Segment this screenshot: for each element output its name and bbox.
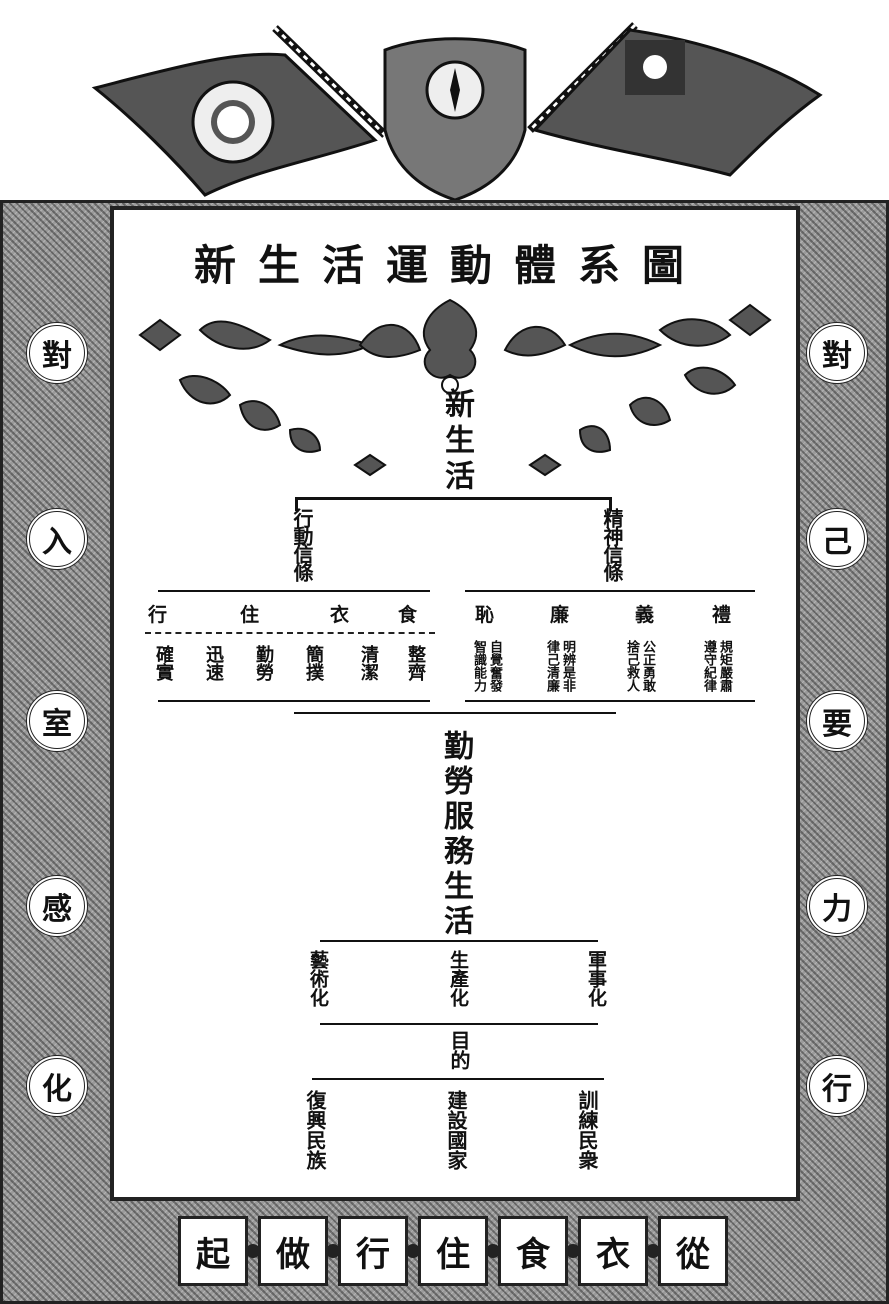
action-item: 迅速 <box>203 645 224 681</box>
spirit-item: 規矩嚴肅遵守紀律 <box>701 640 732 692</box>
right-flag-icon <box>532 28 823 177</box>
spirit-item: 明辨是非律己清廉 <box>544 640 575 692</box>
shield-compass-icon <box>383 37 527 200</box>
knot-ornament <box>566 1244 580 1258</box>
node-labor-service-life: 勤勞服務生活 <box>438 730 473 940</box>
action-head: 食 <box>398 604 418 626</box>
knot-ornament <box>406 1244 420 1258</box>
spirit-head: 恥 <box>475 604 495 626</box>
bottom-slogan-box: 衣 <box>578 1216 648 1286</box>
node-spirit-creed: 精神信條 <box>600 508 624 580</box>
spirit-item: 公正勇敢捨己救人 <box>624 640 655 692</box>
bottom-slogan-box: 住 <box>418 1216 488 1286</box>
spirit-item: 自覺奮發智識能力 <box>471 640 502 692</box>
level3-node: 軍事化 <box>585 950 607 1007</box>
knot-ornament <box>486 1244 500 1258</box>
action-head: 住 <box>240 604 260 626</box>
node-action-creed: 行動信條 <box>290 508 314 580</box>
spirit-head: 禮 <box>712 604 732 626</box>
emblem-banner <box>91 22 823 200</box>
action-item: 清潔 <box>358 645 379 681</box>
node-root: 新生活 <box>439 388 474 496</box>
left-slogan-circle: 對 <box>26 322 88 384</box>
diagram-title: 新生活運動體系圖 <box>193 241 706 290</box>
knot-ornament <box>246 1244 260 1258</box>
bottom-slogan-box: 起 <box>178 1216 248 1286</box>
level4-node: 建設國家 <box>444 1090 468 1170</box>
knot-ornament <box>326 1244 340 1258</box>
garland-decoration <box>138 298 772 477</box>
right-slogan-circle: 力 <box>806 875 868 937</box>
level4-node: 訓練民衆 <box>575 1090 599 1170</box>
action-head: 衣 <box>330 604 350 626</box>
bottom-slogan-box: 行 <box>338 1216 408 1286</box>
level4-node: 復興民族 <box>303 1090 327 1170</box>
left-slogan-circle: 室 <box>26 690 88 752</box>
left-slogan-circle: 入 <box>26 508 88 570</box>
bottom-slogan-box: 從 <box>658 1216 728 1286</box>
knot-ornament <box>646 1244 660 1258</box>
right-slogan-circle: 要 <box>806 690 868 752</box>
level3-node: 生產化 <box>447 950 469 1007</box>
right-slogan-circle: 對 <box>806 322 868 384</box>
spirit-head: 廉 <box>550 604 570 626</box>
bottom-slogan-box: 食 <box>498 1216 568 1286</box>
bottom-slogan-box: 做 <box>258 1216 328 1286</box>
action-item: 勤勞 <box>253 645 274 681</box>
left-slogan-circle: 感 <box>26 875 88 937</box>
action-item: 整齊 <box>405 645 426 681</box>
right-slogan-circle: 己 <box>806 508 868 570</box>
spirit-head: 義 <box>635 604 655 626</box>
action-head: 行 <box>148 604 168 626</box>
node-purpose: 目的 <box>447 1030 471 1070</box>
action-item: 簡撲 <box>303 645 324 681</box>
left-slogan-circle: 化 <box>26 1055 88 1117</box>
level3-node: 藝術化 <box>307 950 329 1007</box>
left-flag-icon <box>91 52 378 197</box>
action-item: 確實 <box>153 645 174 681</box>
right-slogan-circle: 行 <box>806 1055 868 1117</box>
